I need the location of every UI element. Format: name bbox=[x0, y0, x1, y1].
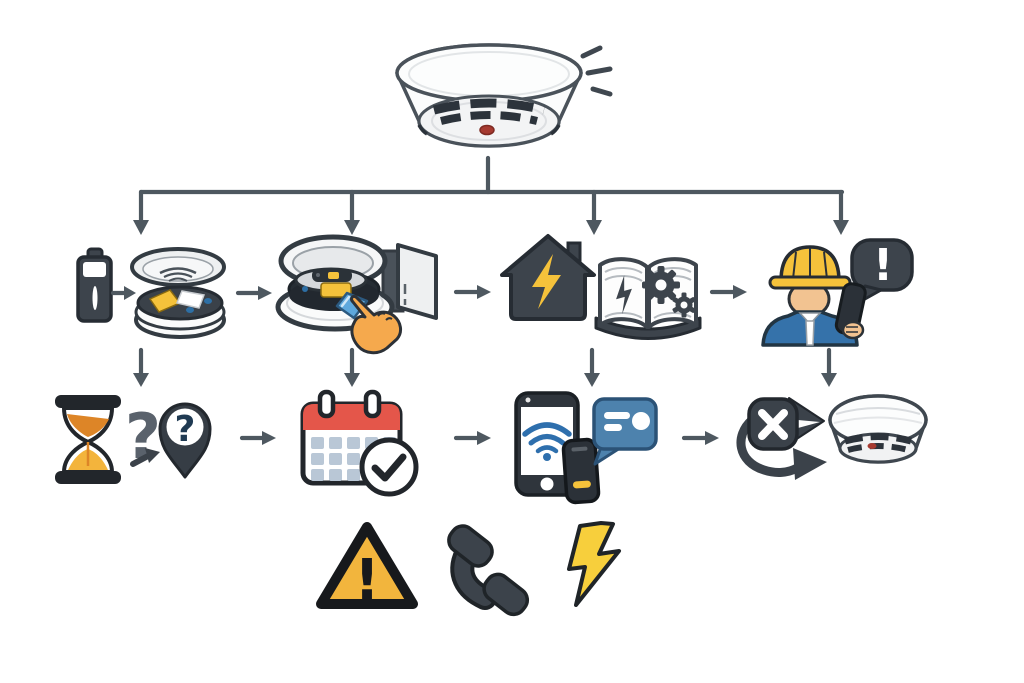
pointer-arrow-icon bbox=[130, 448, 160, 467]
replace-arrows-icon bbox=[736, 397, 827, 480]
red-led bbox=[867, 443, 877, 449]
connector-drop-arrow bbox=[586, 189, 602, 235]
message-bubble-icon bbox=[592, 397, 658, 466]
battery-icon bbox=[76, 247, 113, 323]
connector-down-arrow bbox=[133, 347, 149, 387]
lightning-bolt-icon bbox=[567, 521, 621, 607]
tie bbox=[805, 320, 815, 346]
compartment-door bbox=[396, 243, 438, 320]
exclamation-glyph: ! bbox=[873, 240, 893, 291]
open-detector-compartment-icon bbox=[130, 247, 226, 339]
battery-slot bbox=[320, 282, 352, 298]
remote-device-icon bbox=[561, 437, 601, 505]
wifi-icon bbox=[522, 422, 572, 461]
detector-open-door-icon bbox=[275, 234, 438, 332]
connector-down-arrow bbox=[584, 347, 600, 387]
connector-tree bbox=[133, 155, 849, 235]
hardwired-house-icon bbox=[500, 234, 596, 321]
question-pin-icon: ? bbox=[158, 402, 212, 479]
red-led bbox=[479, 124, 495, 136]
arrow-step3-step4 bbox=[709, 285, 747, 299]
arrow-step2-step3 bbox=[453, 285, 491, 299]
connector-drop-arrow bbox=[344, 189, 360, 235]
alarm-beep-lines-icon bbox=[580, 45, 613, 97]
smoke-detector-alarm-icon bbox=[395, 43, 583, 148]
lightning-bolt bbox=[616, 275, 632, 315]
arrow-sub1-sub2 bbox=[239, 431, 276, 445]
gear-icon bbox=[672, 292, 696, 318]
exclamation-glyph: ! bbox=[354, 548, 380, 613]
arrow-sub2-sub3 bbox=[453, 431, 491, 445]
connector-drop-arrow bbox=[833, 189, 849, 235]
hand-pointer-icon bbox=[350, 295, 403, 355]
question-mark-glyph: ? bbox=[175, 409, 196, 450]
arrow-right-icon bbox=[110, 286, 136, 300]
smartphone-wifi-icon bbox=[514, 391, 580, 497]
electrician-call-icon bbox=[761, 245, 867, 347]
new-smoke-detector-icon bbox=[828, 394, 928, 464]
hourglass-icon bbox=[55, 395, 121, 484]
connector-drop-arrow bbox=[133, 189, 149, 235]
connector-down-arrow bbox=[821, 347, 837, 387]
warning-triangle-icon: ! bbox=[316, 522, 418, 613]
gear-icon bbox=[642, 266, 680, 304]
phone-handset-icon bbox=[447, 524, 530, 617]
lightning-bolt bbox=[532, 254, 561, 309]
connector-down-arrow bbox=[344, 347, 360, 387]
checkmark-circle-icon bbox=[359, 437, 419, 497]
arrow-step1-step2 bbox=[235, 286, 272, 300]
calendar-icon bbox=[300, 389, 419, 497]
manual-book-gears-icon bbox=[594, 257, 702, 340]
arrow-sub3-sub4 bbox=[681, 431, 719, 445]
